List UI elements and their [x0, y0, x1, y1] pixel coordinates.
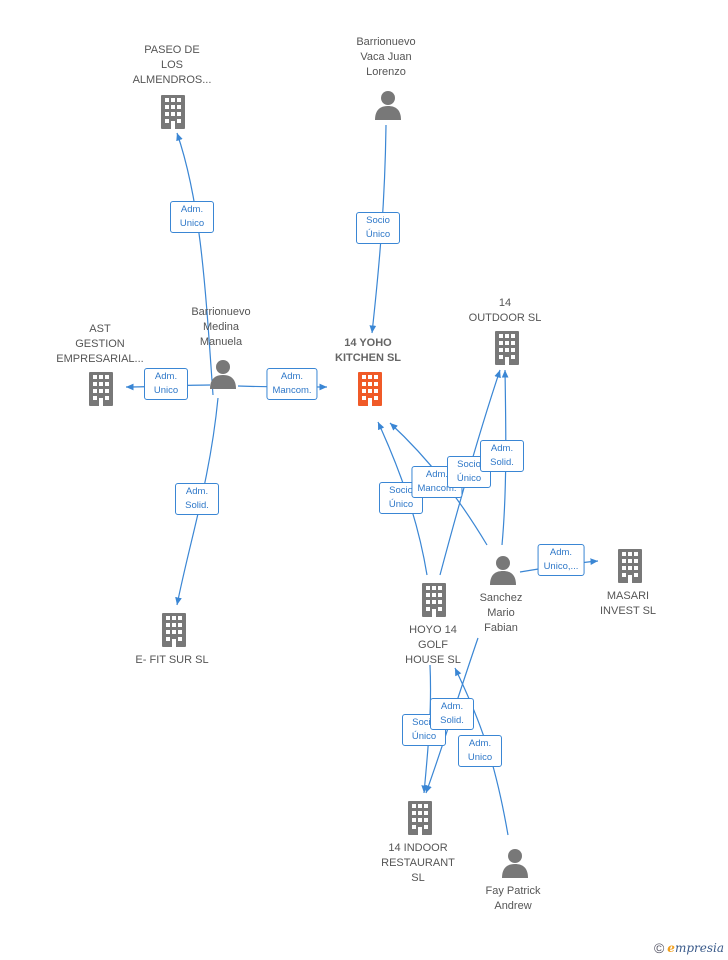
edge-label-adm-unico: Adm. Unico [458, 735, 502, 767]
edge-label-adm-mancom: Adm. Mancom. [266, 368, 318, 400]
node-label-fay[interactable]: Fay Patrick Andrew [485, 885, 541, 912]
copyright-icon: © [653, 940, 665, 956]
building-icon [495, 331, 519, 365]
building-icon [89, 372, 113, 406]
node-label-barrionuevo-medina[interactable]: Barrionuevo Medina Manuela [191, 306, 251, 348]
edge-label-adm-unico: Adm. Unico [144, 368, 188, 400]
edge-medina-paseo [176, 132, 214, 396]
building-icon-center [358, 372, 382, 406]
edge-label-adm-solid: Adm. Solid. [480, 440, 524, 472]
person-icon [375, 91, 401, 120]
brand-logo: empresia [667, 941, 724, 955]
person-icon [502, 849, 528, 878]
node-label-paseo[interactable]: PASEO DE LOS ALMENDROS... [132, 44, 212, 86]
edge-label-adm-unico: Adm. Unico,... [537, 544, 585, 576]
building-icon [162, 613, 186, 647]
building-icon [422, 583, 446, 617]
node-label-hoyo[interactable]: HOYO 14 GOLF HOUSE SL [405, 624, 461, 666]
node-label-barrionuevo-vaca[interactable]: Barrionuevo Vaca Juan Lorenzo [356, 36, 416, 78]
node-label-yoho[interactable]: 14 YOHO KITCHEN SL [335, 337, 401, 364]
footer-brand[interactable]: © empresia [654, 940, 724, 956]
person-icon [210, 360, 236, 389]
building-icon [161, 95, 185, 129]
node-label-indoor[interactable]: 14 INDOOR RESTAURANT SL [381, 842, 455, 884]
person-icon [490, 556, 516, 585]
node-label-sanchez[interactable]: Sanchez Mario Fabian [479, 592, 523, 634]
building-icon [618, 549, 642, 583]
node-label-outdoor[interactable]: 14 OUTDOOR SL [468, 297, 542, 324]
node-label-ast[interactable]: AST GESTION EMPRESARIAL... [56, 323, 144, 365]
edge-label-socio-unico: Socio Único [379, 482, 423, 514]
edge-label-socio-unico: Socio Único [402, 714, 446, 746]
edge-label-adm-solid: Adm. Solid. [430, 698, 474, 730]
node-label-masari[interactable]: MASARI INVEST SL [599, 590, 657, 617]
edge-label-adm-solid: Adm. Solid. [175, 483, 219, 515]
node-label-efit[interactable]: E- FIT SUR SL [135, 654, 209, 666]
edge-label-adm-unico: Adm. Unico [170, 201, 214, 233]
building-icon [408, 801, 432, 835]
edge-label-socio-unico: Socio Único [356, 212, 400, 244]
